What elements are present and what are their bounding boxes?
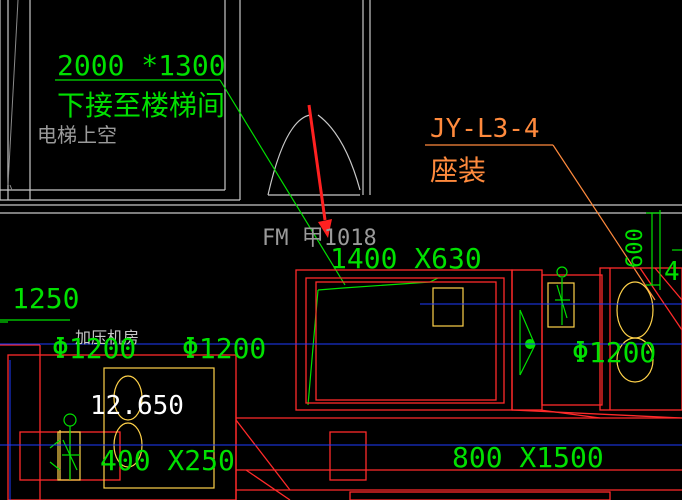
duct-size-large-label: 800 X1500 (452, 441, 604, 474)
opening-size-label: 2000 *1300 (57, 49, 226, 82)
vertical-dimension-label: 600 (623, 228, 648, 268)
tag-leader (425, 144, 656, 301)
duct-size-top-label: 1400 X630 (330, 242, 482, 275)
elevator-void-label: 电梯上空 (37, 123, 117, 147)
door-swing-arc (267, 114, 361, 196)
elevation-label: 12.650 (90, 391, 184, 421)
dimension-line-vertical (646, 210, 682, 290)
diameter-right-label: Φ1200 (572, 336, 656, 369)
wall-lines (0, 0, 682, 214)
duct-size-small-label: 400 X250 (100, 444, 235, 477)
centerlines (0, 303, 682, 500)
edge-dimension-label: 4 (664, 257, 680, 287)
dimension-1250-label: 1250 (12, 282, 79, 315)
diameter-mid-label: Φ1200 (182, 332, 266, 365)
elevator-shaft-lines (7, 0, 19, 191)
duct-network (0, 267, 682, 500)
leader-lines (0, 79, 439, 406)
door-code-label: FM 甲1018 (262, 226, 377, 251)
red-arrow-annotation (307, 104, 332, 238)
equipment-outlines (57, 281, 654, 489)
tag-note-label: 座装 (430, 154, 486, 187)
fan-room-label: 加压机房 (75, 328, 139, 347)
opening-note-label: 下接至楼梯间 (57, 89, 225, 122)
diameter-left-label: Φ1200 (52, 332, 136, 365)
tag-code-label: JY-L3-4 (430, 114, 540, 144)
